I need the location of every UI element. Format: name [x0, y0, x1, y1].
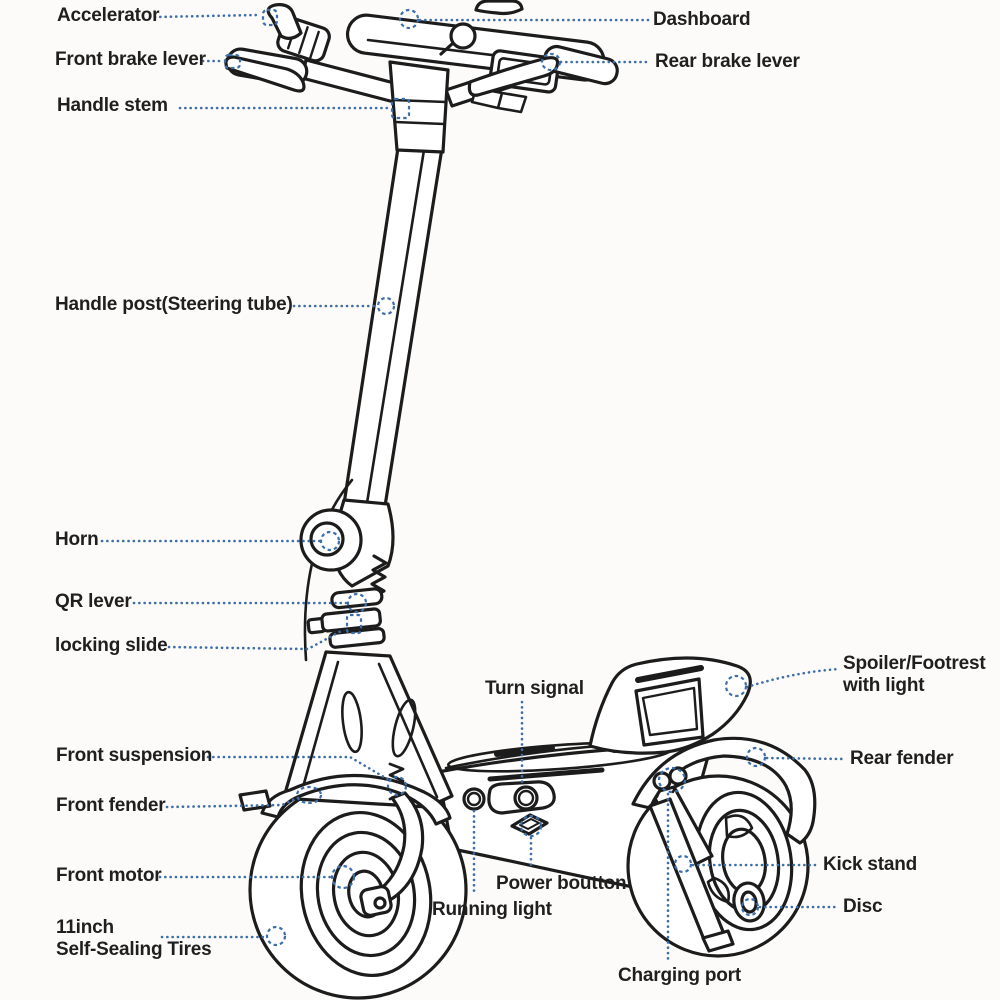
label-front-suspension: Front suspension — [56, 745, 213, 766]
rear-signals — [652, 766, 688, 799]
label-horn: Horn — [55, 529, 99, 550]
running-light-part — [462, 787, 486, 811]
locking-slide-part — [320, 607, 382, 633]
rear-brake-lever-part — [467, 56, 560, 97]
label-qr-lever: QR lever — [55, 591, 132, 612]
label-running-light: Running light — [432, 899, 552, 920]
label-handle-stem: Handle stem — [57, 95, 168, 116]
label-tires: 11inch Self-Sealing Tires — [56, 917, 212, 960]
label-turn-signal: Turn signal — [485, 678, 584, 699]
label-dashboard: Dashboard — [653, 9, 751, 30]
handle-post-part — [342, 146, 444, 508]
spoiler-part — [588, 656, 752, 755]
label-front-fender: Front fender — [56, 795, 166, 816]
label-front-motor: Front motor — [56, 865, 162, 886]
bell — [449, 22, 477, 50]
handlebar — [224, 0, 619, 154]
front-brake-lever-part — [224, 55, 306, 93]
rear-fender-part — [631, 736, 817, 845]
label-charging-port: Charging port — [618, 965, 741, 986]
label-rear-fender: Rear fender — [850, 748, 954, 769]
label-accelerator: Accelerator — [57, 5, 160, 26]
label-front-brake-lever: Front brake lever — [55, 49, 206, 70]
label-disc: Disc — [843, 896, 883, 917]
label-locking-slide: locking slide — [55, 635, 168, 656]
label-spoiler-footrest: Spoiler/Footrest with light — [843, 653, 986, 696]
label-kick-stand: Kick stand — [823, 854, 918, 875]
fold-mechanism — [299, 498, 395, 649]
label-handle-post: Handle post(Steering tube) — [55, 294, 293, 315]
label-power-button: Power boutton — [496, 873, 627, 894]
leader-lines — [100, 13, 847, 962]
leader-markers — [223, 8, 767, 947]
front-fork — [359, 791, 425, 917]
turn-signal-part — [513, 785, 539, 811]
qr-lever-part — [330, 587, 384, 610]
label-rear-brake-lever: Rear brake lever — [655, 51, 800, 72]
